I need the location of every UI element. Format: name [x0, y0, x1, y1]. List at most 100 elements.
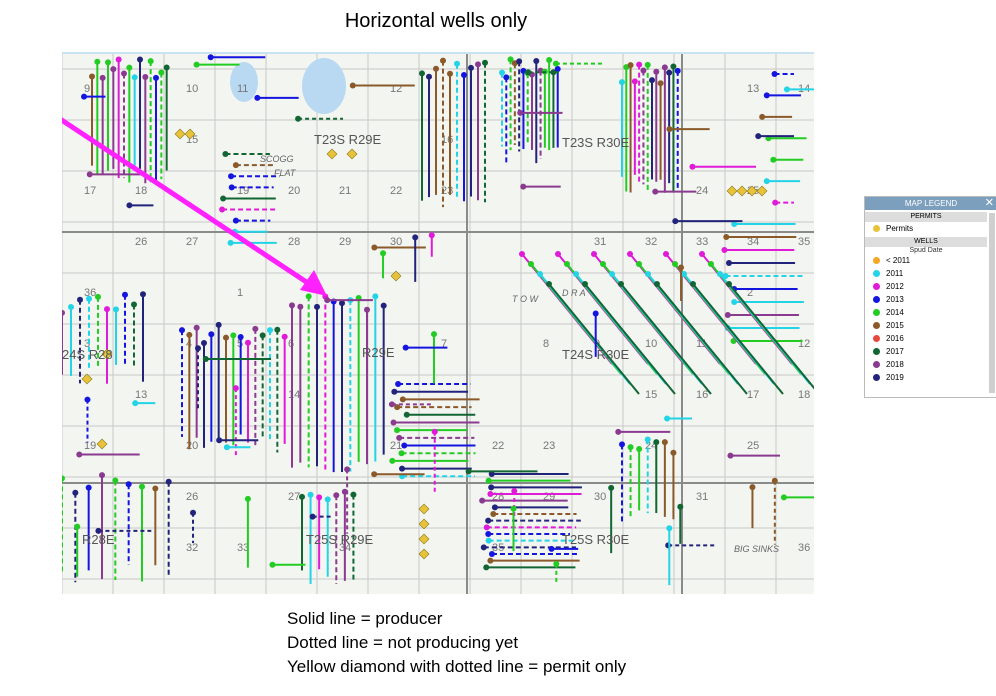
- well-dot: [193, 324, 200, 331]
- section-number: 34: [747, 236, 759, 248]
- section-number: 17: [84, 185, 96, 197]
- well-dot: [394, 404, 401, 411]
- legend-item-permits: Permits: [865, 222, 996, 235]
- well-dot: [731, 299, 738, 305]
- well-path: [620, 283, 712, 395]
- well-dot: [619, 441, 625, 448]
- legend-dot-icon: [873, 296, 880, 303]
- well-dot: [772, 199, 779, 206]
- well-dot: [592, 310, 599, 317]
- well-dot: [267, 327, 273, 334]
- legend-item-label: 2018: [886, 360, 904, 369]
- section-number: 13: [747, 83, 759, 95]
- well-dot: [112, 477, 119, 484]
- well-dot: [419, 70, 425, 77]
- well-dot: [137, 56, 143, 63]
- well-path: [692, 283, 784, 395]
- legend-dot-icon: [873, 309, 880, 316]
- permit-diamond-icon: [184, 128, 196, 140]
- legend-item-4: 2014: [865, 306, 996, 319]
- permit-diamond-icon: [81, 373, 93, 385]
- well-dot: [153, 74, 159, 81]
- well-dot: [591, 251, 597, 257]
- well-dot: [447, 70, 453, 77]
- well-dot: [401, 442, 408, 449]
- well-dot: [190, 509, 197, 516]
- section-number: 2: [237, 593, 243, 594]
- note-solid-line: Solid line = producer: [287, 609, 443, 628]
- section-number: 15: [645, 389, 657, 401]
- section-number: 17: [747, 389, 759, 401]
- well-dot: [771, 477, 778, 484]
- section-number: 32: [186, 542, 198, 554]
- well-dot: [125, 481, 132, 488]
- well-dot: [699, 251, 705, 257]
- township-label: T25S R29E: [306, 532, 374, 547]
- well-dot: [690, 281, 696, 287]
- well-dot: [131, 74, 138, 81]
- well-dot: [653, 68, 660, 75]
- legend-dot-icon: [873, 322, 880, 329]
- well-dot: [468, 64, 474, 71]
- section-number: 7: [747, 593, 753, 594]
- well-dot: [388, 401, 395, 408]
- well-dot: [608, 484, 615, 491]
- well-dot: [454, 60, 460, 67]
- well-dot: [499, 69, 505, 76]
- note-yellow-diamond: Yellow diamond with dotted line = permit…: [287, 657, 627, 676]
- well-dot: [657, 80, 664, 87]
- well-dot: [76, 451, 83, 458]
- township-label: T23S R29E: [314, 132, 382, 147]
- section-number: 25: [747, 440, 759, 452]
- well-dot: [84, 396, 91, 403]
- section-number: 26: [186, 491, 198, 503]
- legend-item-6: 2016: [865, 332, 996, 345]
- well-map[interactable]: 9101112131415161718192021222324252627282…: [62, 52, 814, 594]
- permit-diamond-icon: [418, 503, 430, 515]
- well-dot: [244, 495, 251, 502]
- close-icon[interactable]: ✕: [984, 197, 994, 209]
- well-dot: [219, 206, 226, 213]
- note-dotted-line: Dotted line = not producing yet: [287, 633, 519, 652]
- annotation-arrow: [62, 117, 319, 292]
- well-dot: [68, 303, 74, 310]
- legend-item-label: 2013: [886, 295, 904, 304]
- well-dot: [216, 437, 223, 444]
- well-dot: [297, 303, 304, 310]
- well-dot: [600, 261, 606, 267]
- well-dot: [62, 475, 65, 482]
- permits-section-heading: PERMITS: [865, 212, 987, 222]
- legend-scrollbar[interactable]: [989, 213, 995, 393]
- well-dot: [207, 54, 214, 61]
- legend-dot-icon: [873, 270, 880, 277]
- section-number: 3: [84, 338, 90, 350]
- well-dot: [228, 184, 235, 191]
- well-dot: [528, 261, 534, 267]
- well-dot: [652, 188, 659, 195]
- well-dot: [426, 73, 432, 80]
- section-number: 35: [492, 542, 504, 554]
- place-label: D R A: [562, 288, 586, 298]
- well-dot: [237, 334, 244, 341]
- legend-item-9: 2019: [865, 371, 996, 384]
- well-dot: [110, 66, 117, 73]
- well-dot: [230, 332, 237, 339]
- well-path: [584, 283, 676, 395]
- well-dot: [677, 503, 684, 510]
- map-canvas[interactable]: 9101112131415161718192021222324252627282…: [62, 54, 814, 594]
- legend-item-label: 2011: [886, 269, 904, 278]
- section-number: 19: [84, 440, 96, 452]
- well-dot: [661, 64, 668, 71]
- well-dot: [666, 525, 673, 532]
- place-label: FLAT: [274, 168, 297, 178]
- well-dot: [573, 271, 579, 277]
- well-dot: [519, 251, 525, 257]
- well-dot: [510, 505, 517, 512]
- permit-diamond-icon: [96, 438, 108, 450]
- well-dot: [74, 523, 81, 530]
- well-dot: [783, 86, 790, 93]
- legend-dot-icon: [873, 374, 880, 381]
- section-number: 36: [798, 542, 810, 554]
- lake-shape: [230, 62, 258, 102]
- well-dot: [139, 483, 145, 490]
